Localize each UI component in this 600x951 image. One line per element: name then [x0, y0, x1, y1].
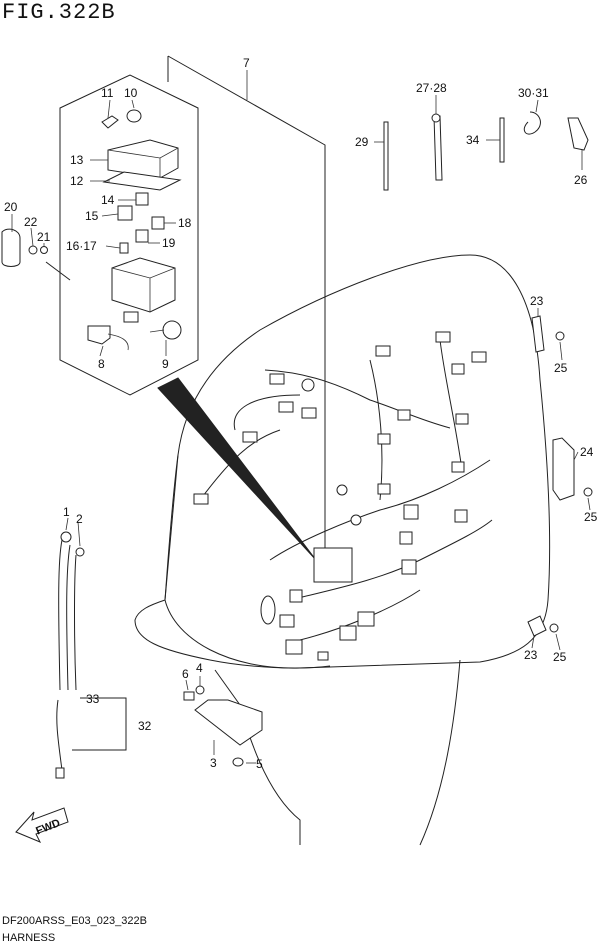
callout-23-upper: 23: [530, 294, 544, 308]
callout-18: 18: [178, 216, 192, 230]
callout-5: 5: [256, 757, 263, 771]
callout-33: 33: [86, 692, 100, 706]
leader-lines: [11, 70, 591, 764]
callout-7: 7: [243, 56, 250, 70]
battery-cables: [55, 531, 127, 779]
callout-labels: 7 11 10 13 12 14 15 18 16·17 19 8 9 20 2…: [4, 56, 598, 771]
callout-21: 21: [37, 230, 51, 244]
callout-15: 15: [85, 209, 99, 223]
callout-1: 1: [63, 505, 70, 519]
callout-27-28: 27·28: [416, 81, 447, 95]
callout-8: 8: [98, 357, 105, 371]
callout-2: 2: [76, 512, 83, 526]
loose-parts-left: [1, 228, 71, 281]
callout-29: 29: [355, 135, 369, 149]
brackets-right: [527, 315, 593, 637]
callout-13: 13: [70, 153, 84, 167]
bracket-bottom: [183, 685, 263, 767]
wire-harness: [193, 331, 493, 661]
callout-22: 22: [24, 215, 38, 229]
callout-32: 32: [138, 719, 152, 733]
figure-code: DF200ARSS_E03_023_322B: [2, 915, 147, 927]
figure-title: FIG.322B: [2, 0, 116, 25]
callout-34: 34: [466, 133, 480, 147]
loose-parts-top-right: [383, 111, 589, 191]
callout-6: 6: [182, 667, 189, 681]
callout-3: 3: [210, 756, 217, 770]
callout-14: 14: [101, 193, 115, 207]
callout-12: 12: [70, 174, 84, 188]
figure-name: HARNESS: [2, 932, 56, 944]
fwd-direction-arrow: FWD: [15, 807, 69, 843]
callout-30-31: 30·31: [518, 86, 549, 100]
fuse-box-parts: [87, 109, 182, 351]
callout-20: 20: [4, 200, 18, 214]
callout-24: 24: [580, 445, 594, 459]
callout-9: 9: [162, 357, 169, 371]
callout-25-upper: 25: [554, 361, 568, 375]
callout-25-lower: 25: [553, 650, 567, 664]
callout-11: 11: [101, 86, 114, 100]
callout-25-middle: 25: [584, 510, 598, 524]
callout-16-17: 16·17: [66, 239, 97, 253]
inset-panel: [59, 55, 326, 580]
callout-26: 26: [574, 173, 588, 187]
callout-10: 10: [124, 86, 138, 100]
callout-4: 4: [196, 661, 203, 675]
engine-cover: [134, 254, 551, 846]
callout-23-lower: 23: [524, 648, 538, 662]
callout-19: 19: [162, 236, 176, 250]
